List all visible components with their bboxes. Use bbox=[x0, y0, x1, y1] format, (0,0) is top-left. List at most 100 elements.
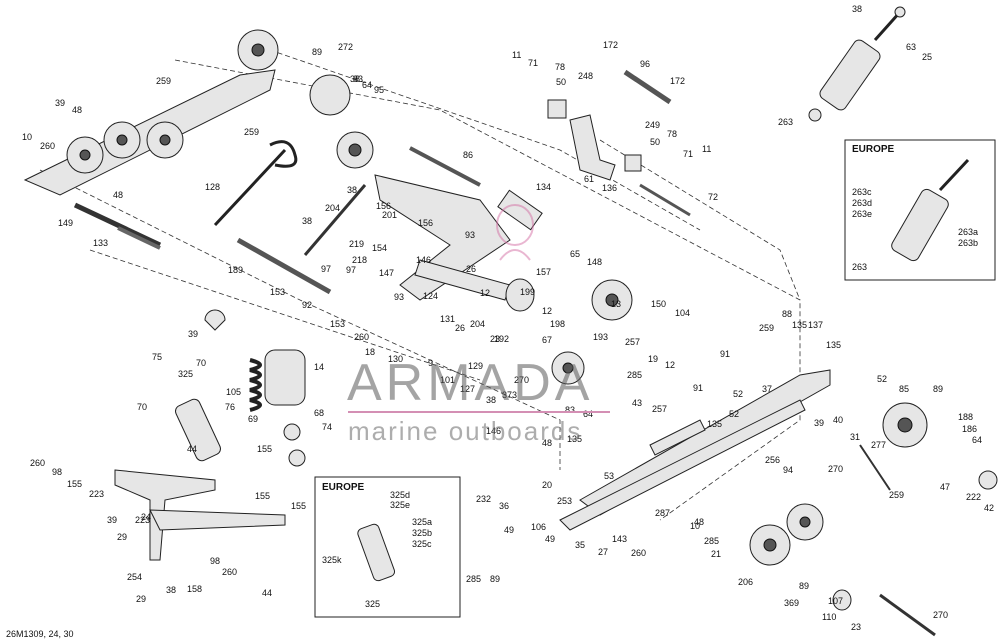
wheel-hub bbox=[159, 134, 171, 146]
callout-260: 260 bbox=[222, 567, 237, 577]
callout-48: 48 bbox=[694, 517, 704, 527]
callout-93: 93 bbox=[465, 230, 475, 240]
wheel-hub bbox=[897, 417, 913, 433]
callout-155: 155 bbox=[257, 444, 272, 454]
callout-83: 83 bbox=[353, 74, 363, 84]
callout-158: 158 bbox=[187, 584, 202, 594]
label-263e: 263e bbox=[852, 209, 872, 219]
watermark-tagline: marine outboards bbox=[348, 416, 582, 446]
callout-223: 223 bbox=[89, 489, 104, 499]
callout-69: 69 bbox=[248, 414, 258, 424]
shaft-133 bbox=[117, 226, 161, 250]
callout-10: 10 bbox=[22, 132, 32, 142]
callout-285: 285 bbox=[466, 574, 481, 584]
callout-43: 43 bbox=[632, 398, 642, 408]
callout-259: 259 bbox=[244, 127, 259, 137]
callout-153: 153 bbox=[270, 287, 285, 297]
callout-260: 260 bbox=[354, 332, 369, 342]
label-325e: 325e bbox=[390, 500, 410, 510]
callout-88: 88 bbox=[782, 309, 792, 319]
callout-71: 71 bbox=[683, 149, 693, 159]
callout-135: 135 bbox=[567, 434, 582, 444]
inset-title: EUROPE bbox=[852, 144, 895, 155]
cap-270-lower bbox=[832, 589, 852, 611]
callout-198: 198 bbox=[550, 319, 565, 329]
callout-21: 21 bbox=[711, 549, 721, 559]
callout-97: 97 bbox=[346, 265, 356, 275]
callout-249: 249 bbox=[645, 120, 660, 130]
callout-104: 104 bbox=[675, 308, 690, 318]
rod-287 bbox=[879, 593, 936, 637]
callout-85: 85 bbox=[899, 384, 909, 394]
callout-149: 149 bbox=[58, 218, 73, 228]
callout-52: 52 bbox=[877, 374, 887, 384]
callout-218: 218 bbox=[352, 255, 367, 265]
label-325d: 325d bbox=[390, 490, 410, 500]
callout-154: 154 bbox=[372, 243, 387, 253]
callout-199: 199 bbox=[520, 287, 535, 297]
callout-91: 91 bbox=[693, 383, 703, 393]
watermark-brand: ARMADA bbox=[347, 354, 593, 412]
shock-body bbox=[819, 39, 881, 111]
callout-127: 127 bbox=[460, 384, 475, 394]
callout-223: 223 bbox=[135, 515, 150, 525]
callout-67: 67 bbox=[542, 335, 552, 345]
callout-20: 20 bbox=[542, 480, 552, 490]
label-263b: 263b bbox=[958, 238, 978, 248]
callout-52: 52 bbox=[733, 389, 743, 399]
callout-9: 9 bbox=[428, 358, 433, 368]
callout-285: 285 bbox=[627, 370, 642, 380]
ring-69 bbox=[283, 423, 301, 441]
callout-253: 253 bbox=[557, 496, 572, 506]
callout-89: 89 bbox=[490, 574, 500, 584]
callout-130: 130 bbox=[388, 354, 403, 364]
callout-156: 156 bbox=[418, 218, 433, 228]
callout-135: 135 bbox=[707, 419, 722, 429]
callout-259: 259 bbox=[889, 490, 904, 500]
callout-222: 222 bbox=[966, 492, 981, 502]
callout-38: 38 bbox=[302, 216, 312, 226]
callout-232: 232 bbox=[476, 494, 491, 504]
callout-26: 26 bbox=[455, 323, 465, 333]
arm-block-146 bbox=[414, 259, 511, 301]
callout-12: 12 bbox=[480, 288, 490, 298]
callout-75: 75 bbox=[152, 352, 162, 362]
wheel-hub bbox=[562, 362, 574, 374]
callout-124: 124 bbox=[423, 291, 438, 301]
callout-70: 70 bbox=[137, 402, 147, 412]
callout-260: 260 bbox=[30, 458, 45, 468]
callout-155: 155 bbox=[291, 501, 306, 511]
callout-31: 31 bbox=[850, 432, 860, 442]
label-325: 325 bbox=[365, 599, 380, 609]
shock-rod bbox=[873, 11, 902, 41]
callout-89: 89 bbox=[799, 581, 809, 591]
callout-72: 72 bbox=[708, 192, 718, 202]
callout-39: 39 bbox=[188, 329, 198, 339]
inset-title: EUROPE bbox=[322, 482, 365, 493]
callout-260: 260 bbox=[631, 548, 646, 558]
callout-25: 25 bbox=[922, 52, 932, 62]
center-arm-assembly bbox=[374, 174, 633, 385]
callout-70: 70 bbox=[196, 358, 206, 368]
callout-44: 44 bbox=[262, 588, 272, 598]
callout-11: 11 bbox=[702, 144, 711, 154]
callout-156: 156 bbox=[376, 201, 391, 211]
callout-12: 12 bbox=[665, 360, 675, 370]
callout-48: 48 bbox=[113, 190, 123, 200]
label-325k: 325k bbox=[322, 555, 342, 565]
callout-135: 135 bbox=[826, 340, 841, 350]
callout-254: 254 bbox=[127, 572, 142, 582]
wheel-hub bbox=[116, 134, 128, 146]
label-325c: 325c bbox=[412, 539, 432, 549]
callout-129: 129 bbox=[468, 361, 483, 371]
callout-157: 157 bbox=[536, 267, 551, 277]
callout-133: 133 bbox=[93, 238, 108, 248]
wheel-hub bbox=[348, 143, 362, 157]
shock-eye-lower bbox=[808, 108, 822, 122]
callout-155: 155 bbox=[67, 479, 82, 489]
callout-39: 39 bbox=[814, 418, 824, 428]
label-325b: 325b bbox=[412, 528, 432, 538]
callout-19: 19 bbox=[648, 354, 658, 364]
callout-68: 68 bbox=[314, 408, 324, 418]
block-249 bbox=[624, 154, 642, 172]
